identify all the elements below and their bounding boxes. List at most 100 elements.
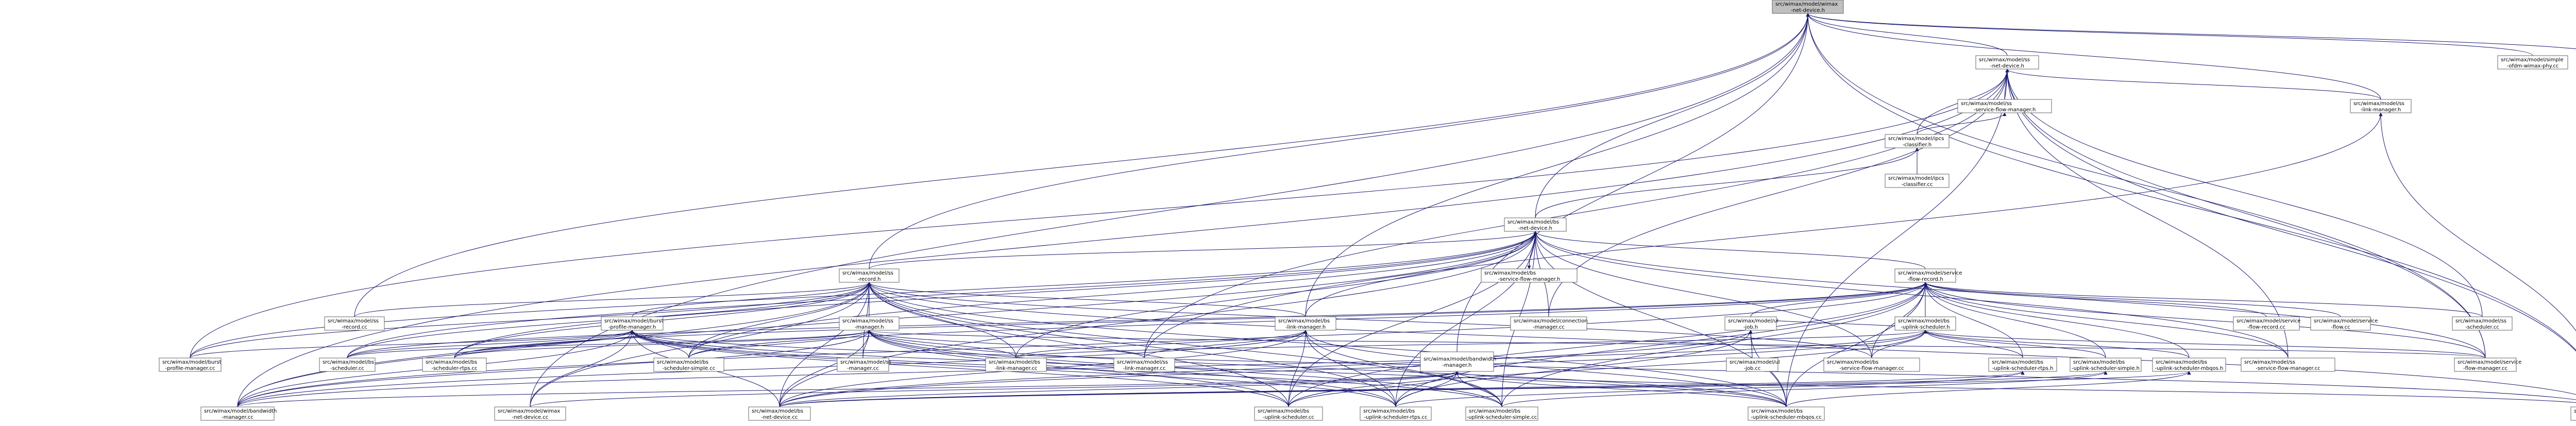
graph-node-bs-sfm-cc[interactable]: src/wimax/model/bs-service-flow-manager.… xyxy=(1823,357,1920,372)
node-label-line: -link-manager.h xyxy=(1285,325,1326,330)
graph-node-sf-cc[interactable]: src/wimax/model/service-flow.cc xyxy=(2310,316,2378,331)
node-label-line: src/wimax/model/ipcs xyxy=(1888,176,1944,181)
graph-node-bs-ul-mbqos-cc[interactable]: src/wimax/model/bs-uplink-scheduler-mbqo… xyxy=(1748,406,1825,421)
graph-node-bs-lm-h[interactable]: src/wimax/model/bs-link-manager.h xyxy=(1275,316,1336,331)
node-label-line: -scheduler.cc xyxy=(330,366,364,371)
graph-node-bs-ul-simple-cc[interactable]: src/wimax/model/bs-uplink-scheduler-simp… xyxy=(1465,406,1538,421)
edge-sfr_h-to-bs_ul_mbqos_h xyxy=(1923,282,2190,359)
graph-node-bs-sched-rtps-cc[interactable]: src/wimax/model/bs-scheduler-rtps.cc xyxy=(422,357,487,372)
edge-bs_nd_h-to-bs_lm_h xyxy=(1305,231,1537,317)
edge-bw_mgr_h-to-bs_ul_rtps_cc xyxy=(1395,371,1459,407)
node-box xyxy=(1885,134,1950,148)
graph-node-bs-lm-cc[interactable]: src/wimax/model/bs-link-manager.cc xyxy=(985,357,1047,372)
node-label-line: src/wimax/model/ss xyxy=(2244,360,2295,365)
node-box xyxy=(2233,316,2300,331)
node-box xyxy=(1465,406,1538,421)
graph-node-ss-record-h[interactable]: src/wimax/model/ss-record.h xyxy=(839,268,900,283)
graph-node-wimax-nd-cc[interactable]: src/wimax/model/wimax-net-device.cc xyxy=(494,406,566,421)
node-label-line: src/wimax/model/bs xyxy=(1484,270,1536,276)
graph-node-bs-ul-sched-h[interactable]: src/wimax/model/bs-uplink-scheduler.h xyxy=(1894,316,1956,331)
graph-node-ss-record-cc[interactable]: src/wimax/model/ss-record.cc xyxy=(324,316,385,331)
graph-node-simple-ofdm[interactable]: src/wimax/model/simple-ofdm-wimax-phy.cc xyxy=(2497,55,2568,70)
edge-bs_nd_h-to-ss_record_h xyxy=(869,231,1537,269)
edge-bs_ul_simple_h-to-bs_ul_simple_cc xyxy=(1501,371,2108,407)
edge-ss_record_h-to-burst_h xyxy=(632,282,871,317)
graph-node-burst-h[interactable]: src/wimax/model/burst-profile-manager.h xyxy=(601,316,664,331)
edge-bs_nd_h-to-sfr_h xyxy=(1533,231,1926,269)
graph-node-bs-sched-simple-cc[interactable]: src/wimax/model/bs-scheduler-simple.cc xyxy=(653,357,724,372)
node-label-line: -manager.h xyxy=(854,325,884,330)
graph-node-bs-ul-simple-h[interactable]: src/wimax/model/bs-uplink-scheduler-simp… xyxy=(2070,357,2142,372)
edge-bs_ul_sched_h-to-bs_ul_simple_h xyxy=(1923,330,2106,359)
graph-node-sfr-h[interactable]: src/wimax/model/service-flow-record.h xyxy=(1894,268,1962,283)
node-label-line: -net-device.cc xyxy=(512,415,549,420)
edge-layer xyxy=(190,13,2576,407)
node-box xyxy=(2497,55,2568,70)
node-label-line: src/wimax/model/bs xyxy=(752,408,803,414)
graph-node-bs-ul-rtps-h[interactable]: src/wimax/model/bs-uplink-scheduler-rtps… xyxy=(1988,357,2057,372)
graph-node-ss-sfm-h[interactable]: src/wimax/model/ss-service-flow-manager.… xyxy=(1957,99,2052,113)
edge-root-to-ss_nd_h xyxy=(1806,13,2008,56)
graph-node-bs-ul-mbqos-h[interactable]: src/wimax/model/bs-uplink-scheduler-mbqo… xyxy=(2152,357,2226,372)
node-label-line: src/wimax/model/simple xyxy=(2501,57,2564,63)
edge-bs_nd_h-to-burst_cc xyxy=(190,231,1537,359)
node-label-line: -service-flow-manager.h xyxy=(1498,277,1561,282)
node-label-line: -net-device.h xyxy=(1791,8,1825,13)
edge-ss_nd_h-to-sf_mgr_cc xyxy=(2005,69,2486,359)
node-label-line: src/wimax/model/service xyxy=(2314,318,2378,324)
graph-node-ss-lm-h[interactable]: src/wimax/model/ss-link-manager.h xyxy=(2350,99,2412,113)
node-label-line: -uplink-scheduler-rtps.cc xyxy=(1364,415,1427,420)
graph-node-ss-sched-cc[interactable]: src/wimax/model/ss-scheduler.cc xyxy=(2452,316,2513,331)
edge-bs_nd_h-to-bs_lm_cc xyxy=(1015,231,1537,359)
edge-bs_lm_h-to-bs_lm_cc xyxy=(1015,330,1308,359)
graph-node-ul-job-cc[interactable]: src/wimax/model/ul-job.cc xyxy=(1726,357,1780,372)
edge-bs_nd_h-to-bs_sched_simple_cc xyxy=(688,231,1537,359)
graph-node-ul-job-h[interactable]: src/wimax/model/ul-job.h xyxy=(1724,316,1778,331)
node-label-line: src/wimax/model/burst xyxy=(162,360,222,365)
node-label-line: -ofdm-wimax-phy.cc xyxy=(2507,63,2559,69)
node-label-line: -link-manager.h xyxy=(2361,107,2401,113)
node-label-line: src/wimax/model/bs xyxy=(1278,318,1330,324)
node-label-line: src/wimax/model/bs xyxy=(1258,408,1309,414)
node-label-line: src/wimax/model/ipcs xyxy=(1888,136,1944,142)
node-box xyxy=(1988,357,2057,372)
graph-node-conn-mgr-cc[interactable]: src/wimax/model/connection-manager.cc xyxy=(1510,316,1588,331)
graph-node-bs-nd-cc[interactable]: src/wimax/model/bs-net-device.cc xyxy=(748,406,811,421)
graph-node-root[interactable]: src/wimax/model/wimax-net-device.h xyxy=(1772,0,1844,14)
edge-sfr_h-to-bs_ul_simple_h xyxy=(1923,282,2106,359)
node-box xyxy=(1823,357,1920,372)
edge-ss_record_h-to-bs_lm_h xyxy=(867,282,1306,317)
graph-node-bs-nd-h[interactable]: src/wimax/model/bs-net-device.h xyxy=(1504,217,1567,232)
graph-node-bw-mgr-h[interactable]: src/wimax/model/bandwidth-manager.h xyxy=(1420,351,1496,372)
edge-burst_h-to-burst_cc xyxy=(190,330,634,359)
graph-node-ss-manager-h[interactable]: src/wimax/model/ss-manager.h xyxy=(839,316,900,331)
edge-bs_nd_h-to-bs_ul_sched_cc xyxy=(1288,231,1537,407)
graph-node-burst-cc[interactable]: src/wimax/model/burst-profile-manager.cc xyxy=(159,357,222,372)
graph-node-sfr-cc[interactable]: src/wimax/model/service-flow-record.cc xyxy=(2233,316,2300,331)
edge-bs_lm_h-to-bs_ul_mbqos_cc xyxy=(1303,330,1787,407)
node-label-line: -net-device.h xyxy=(1518,226,1552,231)
graph-node-ss-lm-cc[interactable]: src/wimax/model/ss-link-manager.cc xyxy=(1113,357,1175,372)
edge-sfr_h-to-bs_ul_rtps_cc xyxy=(1395,282,1927,407)
graph-node-bs-sched-cc[interactable]: src/wimax/model/bs-scheduler.cc xyxy=(319,357,376,372)
node-label-line: src/wimax/model/service xyxy=(1898,270,1962,276)
node-label-line: -manager.h xyxy=(1442,363,1471,368)
graph-node-ss-sfm-cc[interactable]: src/wimax/model/ss-service-flow-manager.… xyxy=(2241,357,2335,372)
graph-node-ss-nd-cc[interactable]: src/wimax/model/ss-net-device.cc xyxy=(2570,406,2576,421)
graph-node-bw-mgr-cc[interactable]: src/wimax/model/bandwidth-manager.cc xyxy=(200,406,277,421)
graph-node-bs-sfm-h[interactable]: src/wimax/model/bs-service-flow-manager.… xyxy=(1481,268,1578,283)
node-label-line: src/wimax/model/ss xyxy=(2574,408,2576,414)
node-label-line: src/wimax/model/ss xyxy=(2455,318,2506,324)
node-label-line: -scheduler-rtps.cc xyxy=(431,366,477,371)
graph-node-ss-nd-h[interactable]: src/wimax/model/ss-net-device.h xyxy=(1975,55,2039,70)
graph-node-bs-ul-sched-cc[interactable]: src/wimax/model/bs-uplink-scheduler.cc xyxy=(1254,406,1323,421)
node-label-line: src/wimax/model/ul xyxy=(1728,318,1778,324)
graph-node-sf-mgr-cc[interactable]: src/wimax/model/service-flow-manager.cc xyxy=(2454,357,2521,372)
edge-bs_ul_sched_h-to-bs_lm_cc xyxy=(1015,330,1927,359)
edge-ss_manager_h-to-sf_mgr_cc xyxy=(868,330,2486,359)
graph-node-bs-ul-rtps-cc[interactable]: src/wimax/model/bs-uplink-scheduler-rtps… xyxy=(1360,406,1432,421)
graph-node-ss-manager-cc[interactable]: src/wimax/model/ss-manager.cc xyxy=(837,357,891,372)
graph-node-ipcs-cc[interactable]: src/wimax/model/ipcs-classifier.cc xyxy=(1885,174,1950,188)
graph-node-ipcs-h[interactable]: src/wimax/model/ipcs-classifier.h xyxy=(1885,134,1950,148)
node-box xyxy=(1726,357,1778,372)
